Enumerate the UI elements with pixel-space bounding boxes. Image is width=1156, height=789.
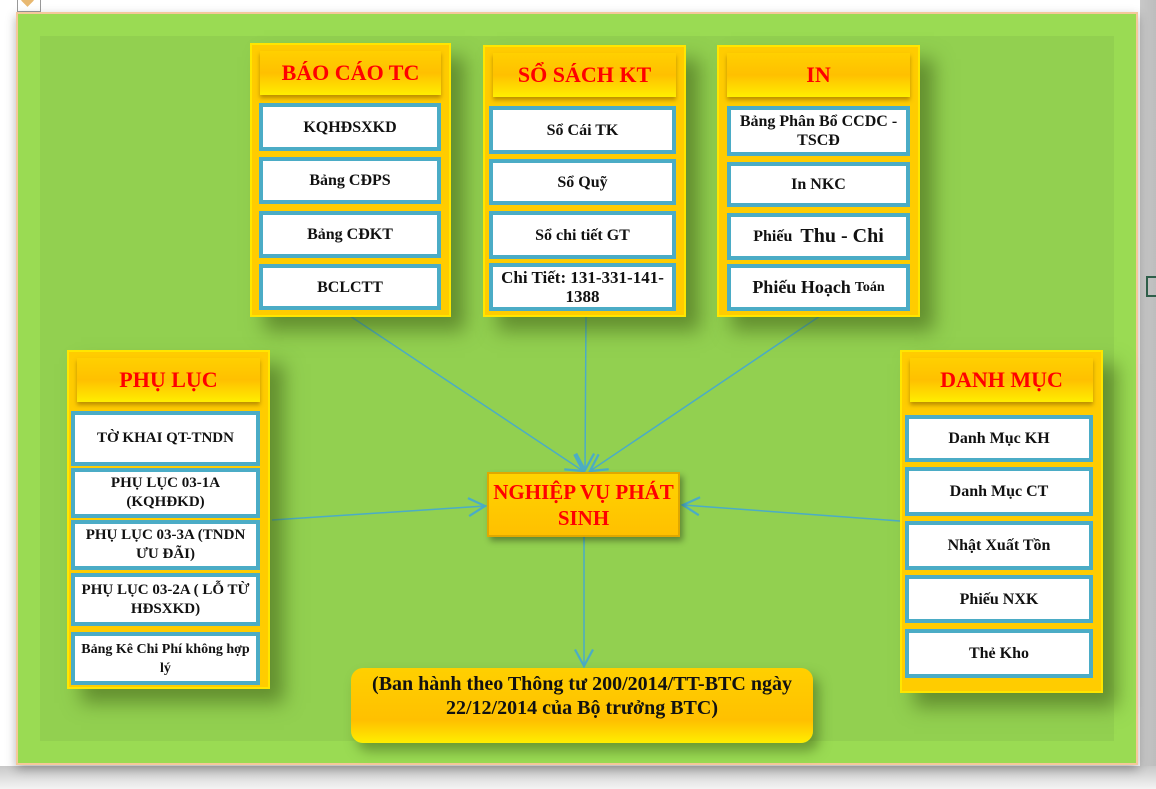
button-the-kho[interactable]: Thẻ Kho bbox=[905, 629, 1093, 678]
button-in-nkc[interactable]: In NKC bbox=[727, 162, 910, 207]
arrow-bao-cao-tc bbox=[349, 315, 585, 473]
button-bang-phan-bo[interactable]: Bảng Phân Bổ CCDC - TSCĐ bbox=[727, 106, 910, 156]
panel-title: DANH MỤC bbox=[910, 358, 1093, 402]
panel-title: SỔ SÁCH KT bbox=[493, 53, 676, 97]
button-phieu-hoach-toan[interactable]: Phiếu Hoạch Toán bbox=[727, 264, 910, 311]
button-phieu-thu-chi[interactable]: Phiếu Thu - Chi bbox=[727, 213, 910, 260]
label-phieu: Phiếu bbox=[753, 228, 793, 245]
button-danh-muc-ct[interactable]: Danh Mục CT bbox=[905, 467, 1093, 516]
panel-bao-cao-tc: BÁO CÁO TC KQHĐSXKD Bảng CĐPS Bảng CĐKT … bbox=[250, 43, 451, 317]
circular-note: (Ban hành theo Thông tư 200/2014/TT-BTC … bbox=[351, 668, 813, 743]
button-so-chi-tiet-gt[interactable]: Sổ chi tiết GT bbox=[489, 211, 676, 259]
panel-in: IN Bảng Phân Bổ CCDC - TSCĐ In NKC Phiếu… bbox=[717, 45, 920, 317]
button-nhap-xuat-ton[interactable]: Nhật Xuất Tồn bbox=[905, 521, 1093, 570]
label-thu-chi: Thu - Chi bbox=[800, 225, 884, 247]
sheet-corner-icon[interactable] bbox=[17, 0, 41, 12]
button-so-quy[interactable]: Sổ Quỹ bbox=[489, 159, 676, 205]
button-kqhdsxkd[interactable]: KQHĐSXKD bbox=[259, 103, 441, 151]
arrow-in bbox=[588, 315, 821, 473]
button-phu-luc-03-1a[interactable]: PHỤ LỤC 03-1A (KQHĐKD) bbox=[71, 468, 260, 518]
panel-title: BÁO CÁO TC bbox=[260, 51, 441, 95]
button-bang-ke-chi-phi[interactable]: Bảng Kê Chi Phí không hợp lý bbox=[71, 632, 260, 685]
arrow-so-sach-kt bbox=[575, 315, 596, 473]
button-phieu-nxk[interactable]: Phiếu NXK bbox=[905, 575, 1093, 623]
panel-danh-muc: DANH MỤC Danh Mục KH Danh Mục CT Nhật Xu… bbox=[900, 350, 1103, 693]
button-danh-muc-kh[interactable]: Danh Mục KH bbox=[905, 415, 1093, 462]
nghiep-vu-phat-sinh-button[interactable]: NGHIỆP VỤ PHÁT SINH bbox=[487, 472, 680, 537]
arrow-danh-muc bbox=[680, 496, 901, 522]
button-phu-luc-03-2a[interactable]: PHỤ LỤC 03-2A ( LỖ TỪ HĐSXKD) bbox=[71, 573, 260, 626]
label-toan: Toán bbox=[854, 280, 885, 295]
label-phieu-hoach: Phiếu Hoạch bbox=[752, 277, 851, 297]
button-phu-luc-03-3a[interactable]: PHỤ LỤC 03-3A (TNDN ƯU ĐÃI) bbox=[71, 520, 260, 570]
panel-title: PHỤ LỤC bbox=[77, 358, 260, 402]
button-chi-tiet-cong-no[interactable]: Chi Tiết: 131-331-141-1388 bbox=[489, 263, 676, 311]
button-bang-cdkt[interactable]: Bảng CĐKT bbox=[259, 211, 441, 258]
panel-phu-luc: PHỤ LỤC TỜ KHAI QT-TNDN PHỤ LỤC 03-1A (K… bbox=[67, 350, 270, 689]
cell-marker-icon bbox=[1146, 276, 1156, 297]
button-so-cai-tk[interactable]: Sổ Cái TK bbox=[489, 106, 676, 154]
button-bclctt[interactable]: BCLCTT bbox=[259, 264, 441, 310]
panel-title: IN bbox=[727, 53, 910, 97]
button-to-khai-qt-tndn[interactable]: TỜ KHAI QT-TNDN bbox=[71, 411, 260, 466]
button-bang-cdps[interactable]: Bảng CĐPS bbox=[259, 157, 441, 204]
arrow-phu-luc bbox=[271, 497, 488, 521]
right-edge-strip bbox=[1140, 0, 1156, 789]
panel-so-sach-kt: SỔ SÁCH KT Sổ Cái TK Sổ Quỹ Sổ chi tiết … bbox=[483, 45, 686, 317]
bottom-shade bbox=[0, 766, 1156, 789]
